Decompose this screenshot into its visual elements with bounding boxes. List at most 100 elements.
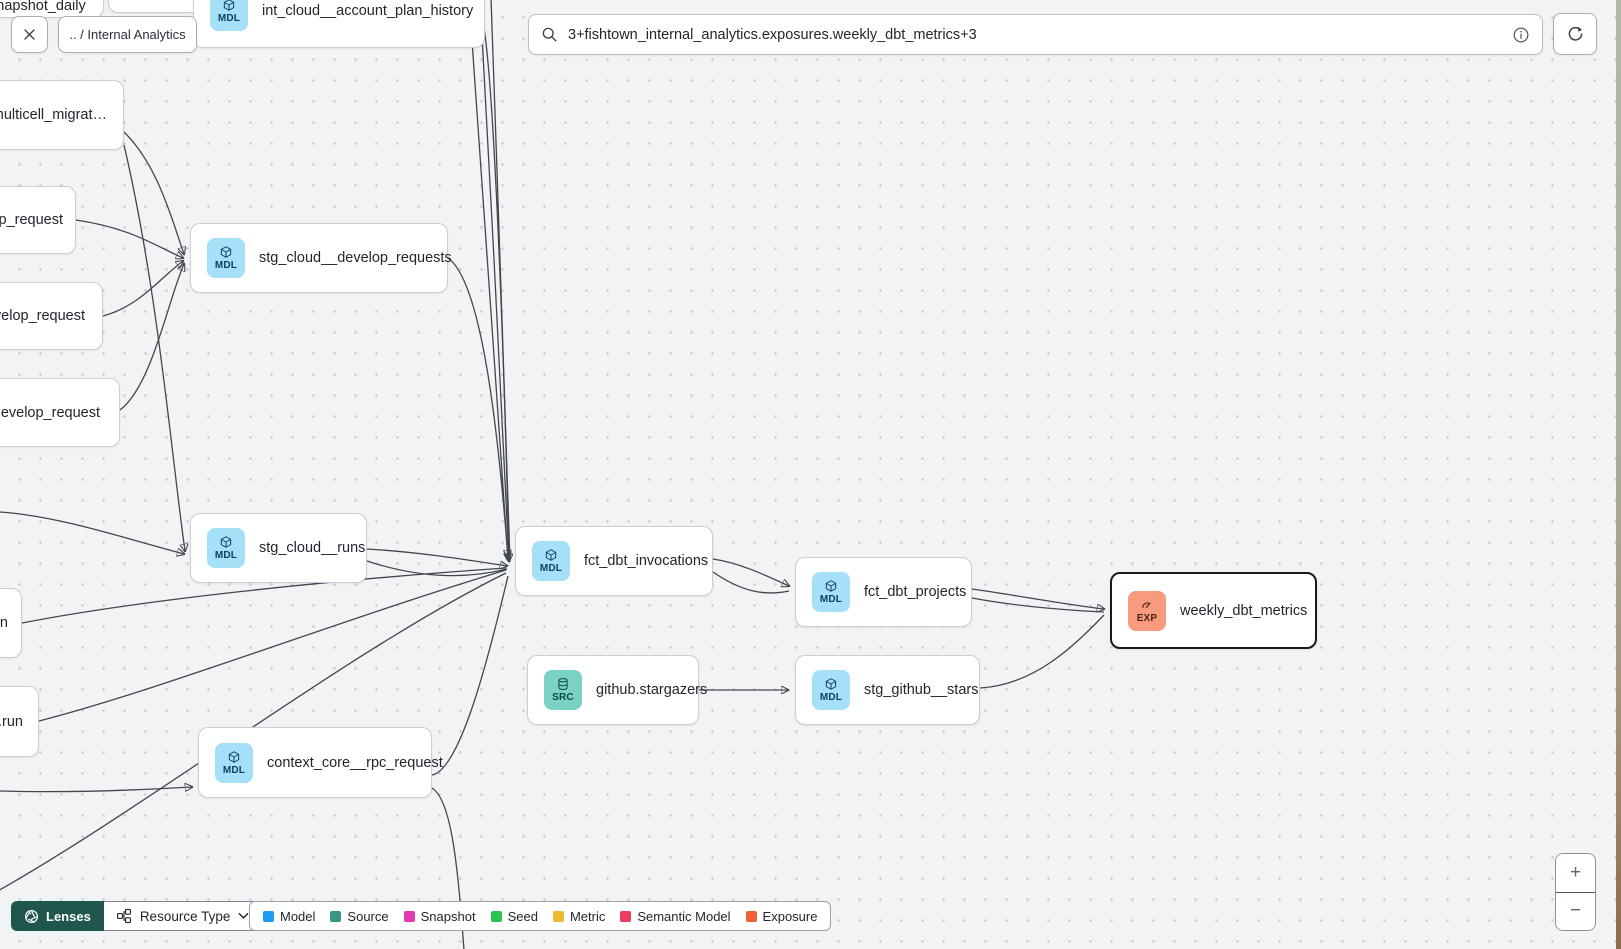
model-badge: MDL — [812, 572, 850, 612]
model-badge: MDL — [207, 238, 245, 278]
lenses-bar: Lenses Resource Type — [11, 901, 263, 931]
badge-code: MDL — [214, 260, 238, 271]
legend-item-seed: Seed — [490, 909, 538, 924]
node-stg-cloud-runs[interactable]: MDL stg_cloud__runs — [190, 513, 367, 583]
resource-type-label: Resource Type — [139, 908, 231, 924]
model-badge: MDL — [532, 541, 570, 581]
badge-code: EXP — [1136, 612, 1158, 624]
node-weekly-dbt-metrics[interactable]: EXP weekly_dbt_metrics — [1110, 572, 1317, 649]
node-label: multicell_migrat… — [0, 107, 107, 123]
refresh-icon — [1568, 26, 1582, 41]
minus-icon: − — [1569, 900, 1582, 922]
chevron-down-icon — [239, 912, 249, 919]
node-stg-cloud-develop-requests[interactable]: MDL stg_cloud__develop_requests — [190, 223, 452, 293]
node-snapshot-daily[interactable]: snapshot_daily — [0, 0, 104, 18]
refresh-button[interactable] — [1553, 13, 1597, 55]
cube-icon — [545, 549, 557, 561]
snapshot-swatch — [403, 910, 415, 922]
node-label: n — [0, 615, 8, 631]
model-badge: MDL — [210, 0, 248, 31]
legend-item-source: Source — [330, 909, 389, 924]
node-label: develop_request — [0, 404, 100, 421]
node-label: .run — [0, 713, 23, 730]
node-p-request[interactable]: p_request — [0, 186, 76, 254]
model-swatch — [263, 910, 274, 922]
seed-swatch — [490, 910, 502, 922]
node-multicell-migrat[interactable]: multicell_migrat… — [0, 80, 124, 150]
metric-swatch — [552, 910, 564, 922]
cube-icon — [825, 580, 837, 592]
resource-type-icon — [116, 908, 131, 924]
cube-icon — [223, 0, 235, 11]
cube-icon — [825, 678, 837, 690]
node-label: weekly_dbt_metrics — [1180, 602, 1308, 619]
model-badge: MDL — [207, 528, 245, 568]
node-label: velop_request — [0, 308, 85, 324]
exposure-badge: EXP — [1128, 590, 1166, 631]
close-icon — [24, 29, 35, 40]
badge-code: MDL — [214, 550, 238, 561]
legend-item-model: Model — [263, 909, 315, 924]
node-develop-request[interactable]: develop_request — [0, 378, 120, 447]
search-bar[interactable] — [528, 14, 1543, 55]
desktop-edge-strip — [1616, 0, 1621, 949]
badge-code: MDL — [539, 563, 563, 574]
cube-icon — [220, 536, 232, 548]
badge-code: MDL — [819, 594, 843, 605]
node-int-cloud-account-plan-history[interactable]: MDL int_cloud__account_plan_history — [193, 0, 485, 48]
node-label: context_core__rpc_request — [267, 754, 443, 771]
badge-code: SRC — [552, 692, 574, 703]
node-github-stargazers[interactable]: SRC github.stargazers — [527, 655, 707, 725]
node-stg-github-stars[interactable]: MDL stg_github__stars — [795, 655, 980, 725]
zoom-in-button[interactable]: + — [1556, 854, 1595, 893]
plus-icon: + — [1569, 861, 1582, 883]
node-label: p_request — [0, 212, 63, 228]
edge-group — [0, 0, 1104, 949]
node-context-core-rpc-request[interactable]: MDL context_core__rpc_request — [198, 727, 443, 798]
aperture-icon — [24, 909, 39, 923]
resource-type-legend: Model Source Snapshot Seed Metric Semant… — [249, 901, 832, 931]
zoom-out-button[interactable]: − — [1556, 892, 1595, 930]
breadcrumb-label: .. / Internal Analytics — [69, 27, 186, 42]
cube-icon — [228, 750, 240, 763]
node-label: github.stargazers — [596, 682, 708, 698]
database-icon — [558, 678, 568, 690]
legend-item-snapshot: Snapshot — [403, 909, 476, 924]
model-badge: MDL — [812, 670, 850, 710]
node-label: fct_dbt_projects — [864, 584, 967, 600]
semantic-model-swatch — [620, 910, 632, 922]
node-label: stg_cloud__develop_requests — [259, 250, 452, 266]
node-fct-dbt-projects[interactable]: MDL fct_dbt_projects — [795, 557, 972, 627]
node-partial-n[interactable]: n — [0, 588, 22, 658]
legend-item-metric: Metric — [552, 909, 605, 924]
resource-type-dropdown[interactable]: Resource Type — [103, 901, 263, 931]
badge-code: MDL — [222, 764, 246, 776]
breadcrumb[interactable]: .. / Internal Analytics — [58, 16, 197, 53]
legend-item-semantic-model: Semantic Model — [620, 909, 731, 924]
source-swatch — [330, 910, 342, 922]
source-badge: SRC — [544, 670, 582, 710]
lenses-label: Lenses — [46, 908, 91, 924]
node-fct-dbt-invocations[interactable]: MDL fct_dbt_invocations — [515, 526, 713, 596]
cube-icon — [220, 246, 232, 258]
zoom-controls: + − — [1555, 853, 1596, 931]
model-badge: MDL — [215, 742, 253, 783]
gauge-icon — [1142, 601, 1151, 608]
lenses-button[interactable]: Lenses — [11, 901, 104, 931]
node-label: stg_github__stars — [864, 682, 979, 698]
exposure-swatch — [745, 910, 757, 922]
search-icon — [542, 27, 557, 42]
node-label: stg_cloud__runs — [259, 540, 366, 556]
node-label: fct_dbt_invocations — [584, 553, 709, 569]
search-input[interactable] — [568, 26, 1502, 43]
node-label: snapshot_daily — [0, 0, 86, 14]
node-partial-run[interactable]: .run — [0, 686, 39, 757]
badge-code: MDL — [217, 12, 241, 24]
legend-item-exposure: Exposure — [745, 909, 817, 924]
node-label: int_cloud__account_plan_history — [262, 2, 474, 19]
close-button[interactable] — [11, 16, 48, 53]
info-icon[interactable] — [1512, 26, 1530, 44]
node-velop-request[interactable]: velop_request — [0, 282, 103, 350]
